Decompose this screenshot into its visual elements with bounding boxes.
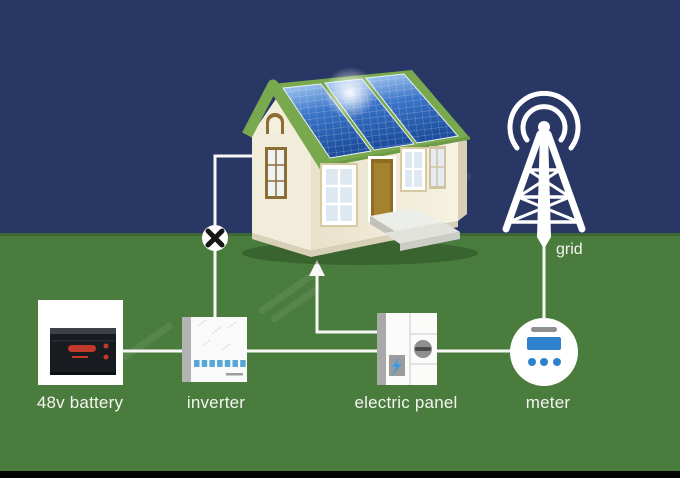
signal-arc-outer [507,90,581,151]
signal-arc-inner [520,104,568,143]
meter-display [527,337,561,350]
house-side-wall [458,134,467,221]
x-blocked-icon [202,225,228,251]
inverter-led-row [194,360,246,367]
front-door [368,156,396,222]
attic-vent [266,113,284,134]
meter-label: meter [525,393,571,412]
solar-panels [282,67,459,159]
inverter-icon [182,317,247,382]
grid-label: grid [556,241,583,258]
front-window-left [320,163,358,227]
connection-house-inverter [213,154,252,318]
side-window [429,146,446,189]
connection-lines [123,154,546,353]
grid-tower-icon [502,90,586,249]
footer-bar [0,471,680,478]
electric-panel-label: electric panel [354,393,458,412]
electric-panel-icon [377,313,437,385]
lightning-badge [389,355,405,376]
house-steps [370,208,460,251]
solar-house-icon [242,67,471,257]
connection-panel-house [315,275,377,334]
gable-window [265,147,287,199]
meter-icon [510,318,578,386]
battery-logo [68,343,109,360]
arrow-up-icon [309,260,325,276]
battery-label: 48v battery [36,393,124,412]
front-window-right [400,147,427,192]
inverter-label: inverter [186,393,246,412]
battery-photo-icon [38,300,123,385]
